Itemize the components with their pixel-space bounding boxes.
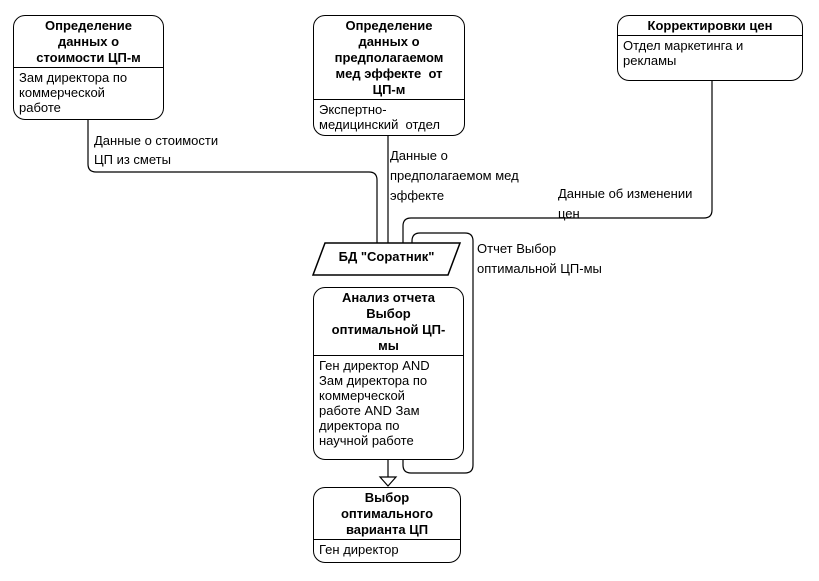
connector-report <box>402 232 474 474</box>
box-title: Определение данных о предполагаемом мед … <box>314 16 464 100</box>
edge-label-cost-data: Данные о стоимости ЦП из сметы <box>94 133 219 167</box>
box-performer: Экспертно- медицинский отдел <box>319 102 440 132</box>
edge-label-report: Отчет Выбор оптимальной ЦП-мы <box>477 241 602 276</box>
connector-price-changes <box>402 80 713 244</box>
box-title: Определение данных о стоимости ЦП-м <box>14 16 163 68</box>
box-title: Выбор оптимального варианта ЦП <box>314 488 460 540</box>
box-title: Анализ отчета Выбор оптимальной ЦП- мы <box>314 288 463 356</box>
activity-box-optimal-choice[interactable]: Выбор оптимального варианта ЦП Ген дирек… <box>313 487 461 563</box>
activity-box-define-med-effect[interactable]: Определение данных о предполагаемом мед … <box>313 15 465 136</box>
activity-box-define-cost-data[interactable]: Определение данных о стоимости ЦП-м Зам … <box>13 15 164 120</box>
datastore-label: БД "Соратник" <box>338 249 435 264</box>
edge-label-med-effect: Данные о предполагаемом мед эффекте <box>390 148 519 203</box>
box-performer: Ген директор AND Зам директора по коммер… <box>319 358 430 448</box>
box-performer: Ген директор <box>319 542 399 557</box>
box-title: Корректировки цен <box>618 16 802 36</box>
connector-cost-data <box>87 119 378 244</box>
arrowhead-icon <box>378 476 398 487</box>
activity-box-report-analysis[interactable]: Анализ отчета Выбор оптимальной ЦП- мы Г… <box>313 287 464 460</box>
datastore-shape[interactable] <box>311 242 462 276</box>
box-performer: Отдел маркетинга и рекламы <box>623 38 744 68</box>
box-performer: Зам директора по коммерческой работе <box>19 70 128 115</box>
activity-box-price-adjustments[interactable]: Корректировки цен Отдел маркетинга и рек… <box>617 15 803 81</box>
edge-label-price-changes: Данные об изменении цен <box>558 186 693 221</box>
